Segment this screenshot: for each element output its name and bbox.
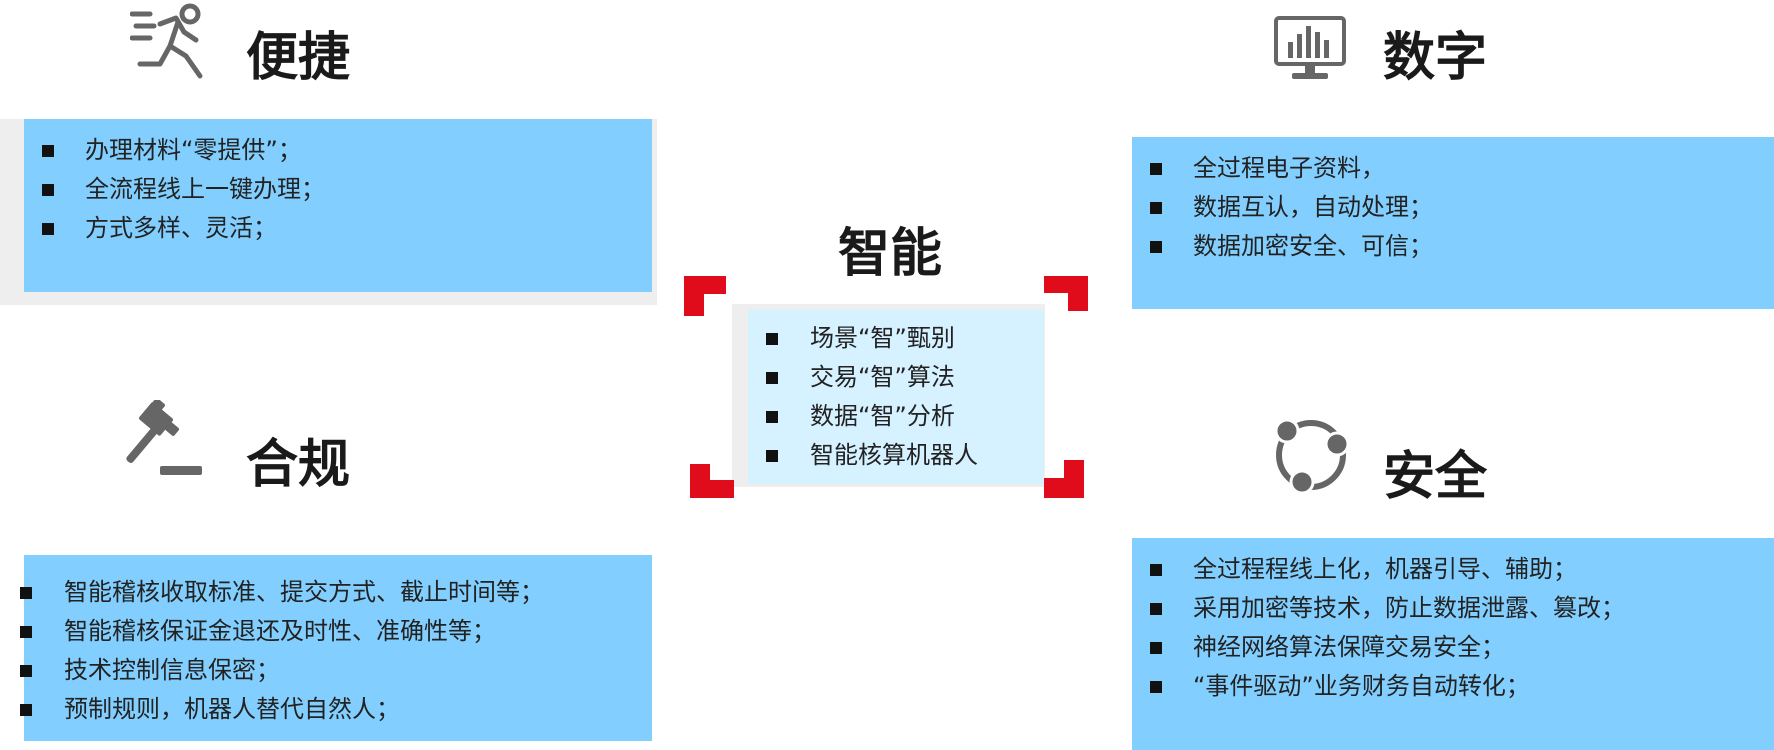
section-title-smart: 智能 (838, 224, 943, 284)
security-list: 全过程程线上化，机器引导、辅助； 采用加密等技术，防止数据泄露、篡改； 神经网络… (1132, 550, 1774, 706)
list-item: 智能稽核保证金退还及时性、准确性等； (20, 612, 652, 651)
list-item: 智能稽核收取标准、提交方式、截止时间等； (20, 573, 652, 612)
corner-bracket-bottom-left (690, 464, 734, 498)
corner-bracket-top-left (684, 276, 726, 316)
list-item: 全流程线上一键办理； (24, 170, 652, 209)
list-item: 办理材料“零提供”； (24, 131, 652, 170)
list-item: 神经网络算法保障交易安全； (1132, 628, 1774, 667)
list-item: 全过程程线上化，机器引导、辅助； (1132, 550, 1774, 589)
cycle-nodes-icon (1274, 418, 1350, 495)
list-item: 全过程电子资料， (1132, 149, 1774, 188)
section-title-digital: 数字 (1383, 28, 1488, 88)
digital-panel: 全过程电子资料， 数据互认，自动处理； 数据加密安全、可信； (1132, 137, 1774, 309)
smart-list: 场景“智”甄别 交易“智”算法 数据“智”分析 智能核算机器人 (748, 319, 1044, 475)
list-item: 方式多样、灵活； (24, 209, 652, 248)
convenient-list: 办理材料“零提供”； 全流程线上一键办理； 方式多样、灵活； (24, 131, 652, 248)
list-item: “事件驱动”业务财务自动转化； (1132, 667, 1774, 706)
digital-list: 全过程电子资料， 数据互认，自动处理； 数据加密安全、可信； (1132, 149, 1774, 266)
list-item: 场景“智”甄别 (748, 319, 1044, 358)
convenient-panel: 办理材料“零提供”； 全流程线上一键办理； 方式多样、灵活； (24, 119, 652, 292)
list-item: 数据互认，自动处理； (1132, 188, 1774, 227)
running-person-icon (130, 3, 203, 79)
list-item: 数据“智”分析 (748, 397, 1044, 436)
corner-bracket-top-right (1044, 276, 1088, 311)
compliance-panel: 智能稽核收取标准、提交方式、截止时间等； 智能稽核保证金退还及时性、准确性等； … (20, 555, 652, 741)
list-item: 技术控制信息保密； (20, 651, 652, 690)
corner-bracket-bottom-right (1044, 460, 1084, 498)
section-title-convenient: 便捷 (246, 28, 351, 88)
smart-panel: 场景“智”甄别 交易“智”算法 数据“智”分析 智能核算机器人 (748, 310, 1044, 484)
list-item: 采用加密等技术，防止数据泄露、篡改； (1132, 589, 1774, 628)
compliance-list: 智能稽核收取标准、提交方式、截止时间等； 智能稽核保证金退还及时性、准确性等； … (20, 573, 652, 729)
list-item: 交易“智”算法 (748, 358, 1044, 397)
section-title-compliance: 合规 (246, 435, 351, 495)
list-item: 智能核算机器人 (748, 436, 1044, 475)
monitor-chart-icon (1274, 16, 1346, 79)
gavel-icon (126, 400, 202, 475)
list-item: 预制规则，机器人替代自然人； (20, 690, 652, 729)
security-panel: 全过程程线上化，机器引导、辅助； 采用加密等技术，防止数据泄露、篡改； 神经网络… (1132, 538, 1774, 750)
section-title-security: 安全 (1383, 447, 1488, 507)
list-item: 数据加密安全、可信； (1132, 227, 1774, 266)
